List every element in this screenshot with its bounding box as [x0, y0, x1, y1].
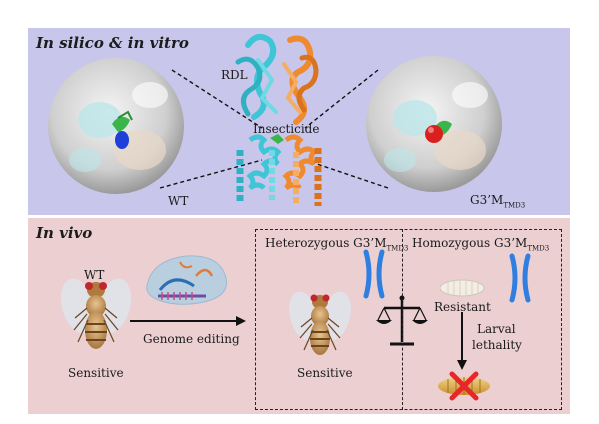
genome-editing-label: Genome editing	[143, 332, 240, 346]
rdl-receptor-ribbon-icon	[235, 33, 322, 206]
homozygous-label: Homozygous G3’MTMD3	[412, 236, 550, 253]
crispr-complex-icon	[146, 255, 228, 305]
wt-structure-label: WT	[168, 194, 189, 208]
genotype-divider	[402, 229, 403, 410]
in-vivo-title: In vivo	[36, 224, 93, 242]
larval-label-line2: lethality	[472, 338, 522, 352]
in-silico-title: In silico & in vitro	[36, 34, 189, 52]
wt-fly-label: WT	[84, 268, 105, 282]
hetero-chromosome-icon	[363, 249, 385, 299]
larval-label-line1: Larval	[477, 322, 516, 336]
dead-larva-icon	[438, 371, 490, 401]
cross-icon	[449, 371, 479, 401]
mutant-structure-label: G3’MTMD3	[470, 193, 526, 210]
homo-chromosome-icon	[509, 253, 531, 303]
genome-editing-arrow	[130, 316, 246, 326]
wt-ligand-icon	[115, 131, 129, 149]
resistant-label: Resistant	[434, 300, 491, 314]
mutant-protein-surface-icon	[366, 56, 502, 192]
hetero-fly-icon	[289, 291, 351, 355]
lethality-arrow	[457, 312, 467, 370]
sensitive-left-label: Sensitive	[68, 366, 124, 380]
rdl-label: RDL	[221, 68, 248, 82]
wt-fly-icon	[60, 278, 132, 349]
sensitive-mid-label: Sensitive	[297, 366, 353, 380]
wt-protein-surface-icon	[48, 58, 184, 194]
mutant-ligand-icon	[425, 125, 443, 143]
resistant-larva-icon	[439, 279, 485, 297]
heterozygous-label: Heterozygous G3’MTMD3	[265, 236, 409, 253]
zoom-lines	[159, 69, 389, 189]
genotype-comparison-box	[255, 229, 562, 410]
insecticide-label: Insecticide	[253, 122, 320, 136]
